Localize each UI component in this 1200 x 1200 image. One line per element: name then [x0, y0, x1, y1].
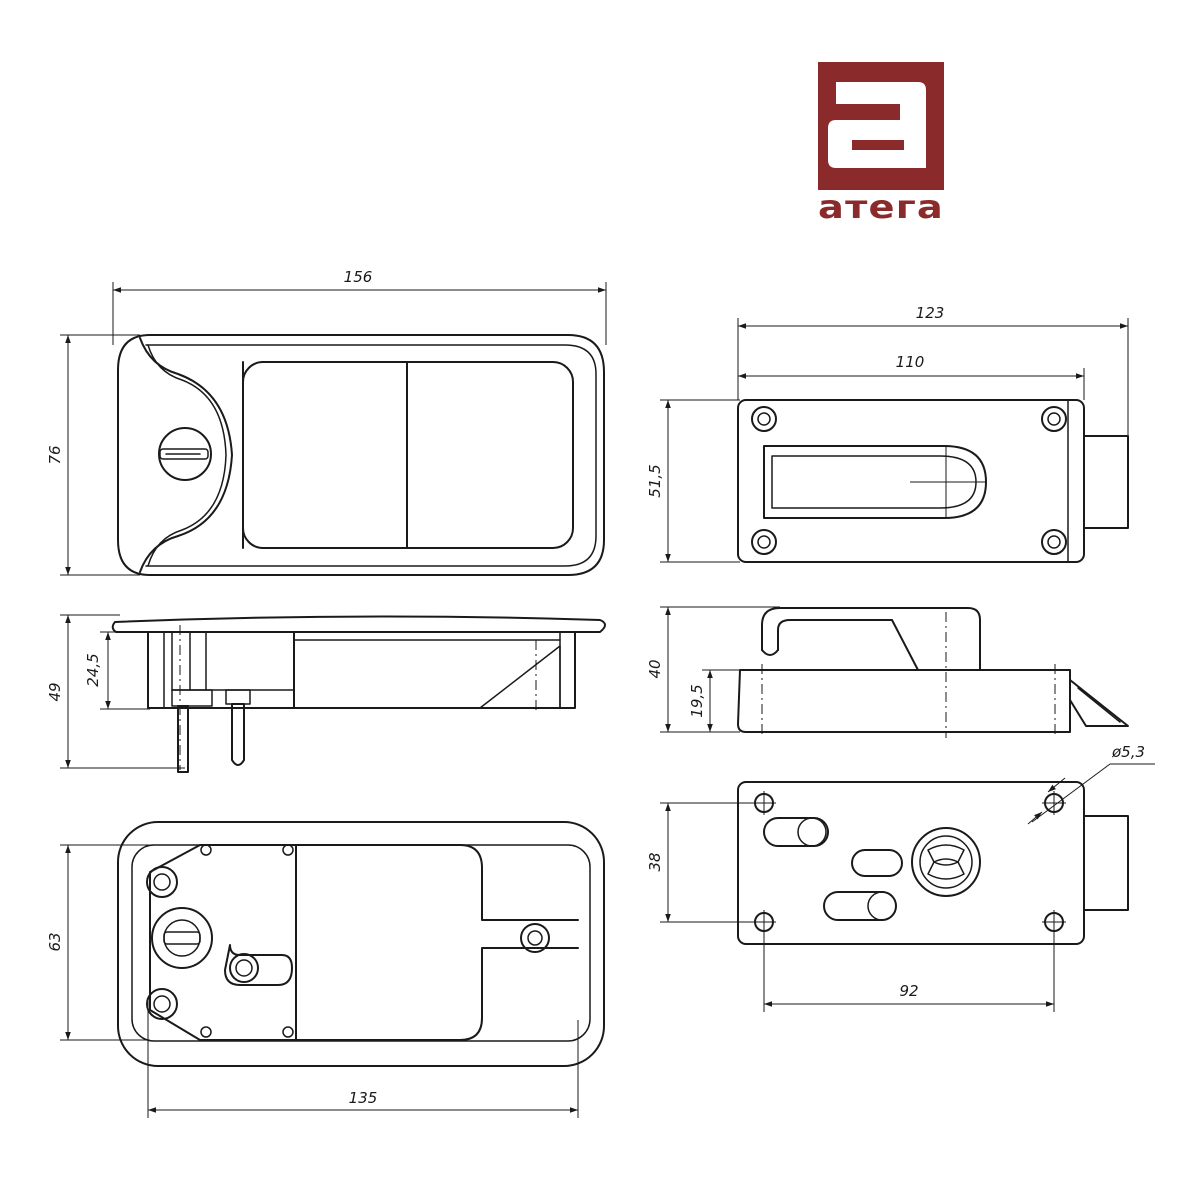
brand-logo: атега: [818, 62, 944, 226]
dim-face-width: 156: [344, 268, 373, 286]
dim-back-hole-span: 135: [349, 1089, 378, 1107]
logo-letter-a-icon: [828, 82, 926, 168]
back-view: 63 135: [46, 821, 605, 1118]
striker-back-view: ø5,3 38 92: [646, 743, 1155, 1012]
dim-hole-diameter: ø5,3: [1111, 743, 1145, 761]
striker-top-view: 123 110 51,5: [646, 304, 1129, 563]
dim-striker-plate-width: 110: [896, 353, 925, 371]
dim-side-depth: 49: [46, 682, 64, 701]
dim-handle-height: 40: [646, 659, 664, 678]
dim-striker-height: 51,5: [646, 464, 664, 497]
side-view: 49 24,5: [46, 614, 606, 773]
dim-hole-horizontal-spacing: 92: [899, 982, 918, 1000]
dim-hole-vertical-spacing: 38: [646, 852, 664, 871]
striker-side-view: 40 19,5: [646, 606, 1129, 738]
dim-face-height: 76: [46, 445, 64, 464]
brand-name: атега: [818, 188, 944, 226]
dim-back-slot-height: 63: [46, 932, 64, 951]
dim-handle-base-height: 19,5: [688, 684, 706, 717]
front-view: 156 76: [46, 268, 607, 576]
dim-striker-width: 123: [916, 304, 945, 322]
dim-side-offset: 24,5: [84, 653, 102, 686]
